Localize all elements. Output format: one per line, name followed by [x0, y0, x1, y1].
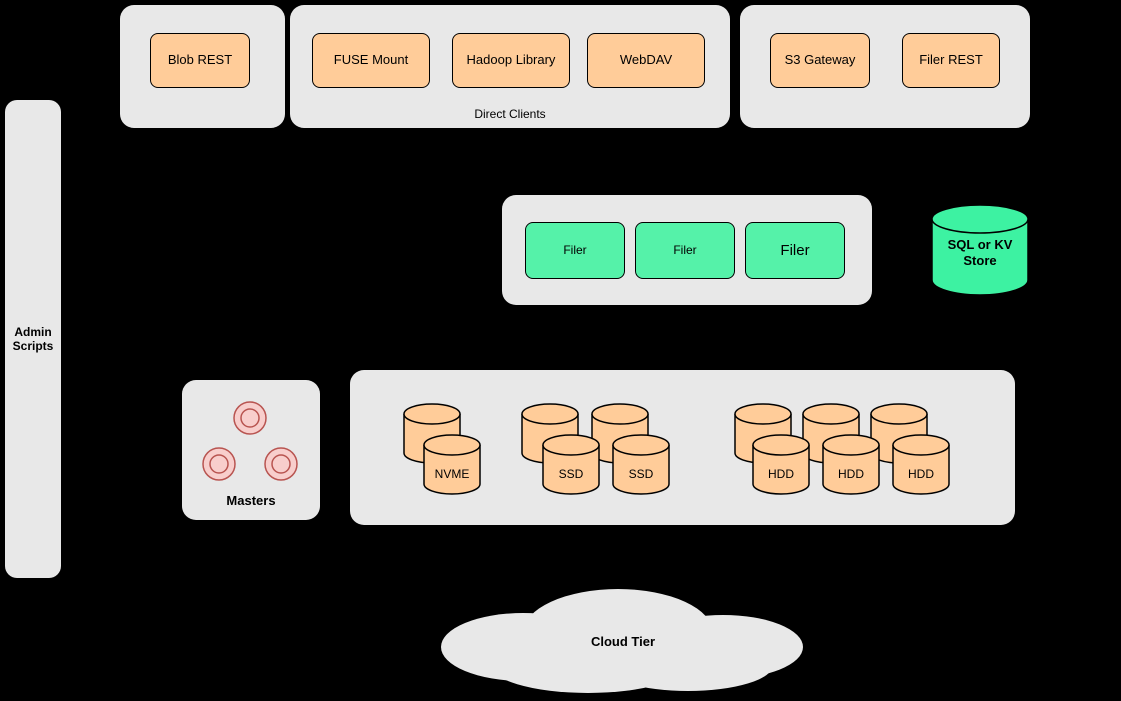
blob-rest-node: Blob REST [150, 33, 250, 88]
master-node-circle-inner [209, 454, 229, 474]
masters-label: Masters [226, 492, 276, 508]
s3-gateway-node: S3 Gateway [770, 33, 870, 88]
nvme-label: NVME [435, 467, 470, 481]
ssd-cylinder: SSD [612, 434, 670, 495]
cylinder-top [931, 204, 1029, 234]
fuse-mount-node: FUSE Mount [312, 33, 430, 88]
s3-gateway-label: S3 Gateway [784, 52, 856, 68]
filer-node-2: Filer [635, 222, 735, 279]
blob-client-group: Blob REST [120, 5, 285, 128]
cylinder-body [931, 219, 1029, 296]
filer-label: Filer [673, 242, 697, 257]
hadoop-library-node: Hadoop Library [452, 33, 570, 88]
filer-node-1: Filer [525, 222, 625, 279]
cloud-shape-part [603, 639, 773, 691]
fuse-mount-label: FUSE Mount [333, 52, 409, 68]
filer-node-3: Filer [745, 222, 845, 279]
hdd-cylinder: HDD [752, 434, 810, 495]
volume-servers-group: NVME SSD SSD [350, 370, 1015, 525]
direct-clients-label: Direct Clients [474, 107, 546, 121]
direct-clients-group: FUSE Mount Hadoop Library WebDAV Direct … [290, 5, 730, 128]
database-cylinder-icon [931, 204, 1029, 296]
master-nodes-icon [202, 401, 298, 481]
filer-label: Filer [563, 242, 587, 257]
webdav-node: WebDAV [587, 33, 705, 88]
hdd-label: HDD [768, 467, 794, 481]
cloud-tier: Cloud Tier [438, 585, 808, 697]
ssd-cylinder: SSD [542, 434, 600, 495]
sql-kv-store-label: SQL or KV Store [947, 237, 1013, 269]
hadoop-library-label: Hadoop Library [466, 52, 556, 68]
ssd-label: SSD [629, 467, 654, 481]
hdd-cylinder: HDD [822, 434, 880, 495]
gateway-group: S3 Gateway Filer REST [740, 5, 1030, 128]
hdd-label: HDD [838, 467, 864, 481]
nvme-cylinder: NVME [423, 434, 481, 495]
master-node-circle-inner [240, 408, 260, 428]
filer-label: Filer [780, 241, 810, 259]
filer-cluster-group: Filer Filer Filer [502, 195, 872, 305]
filer-rest-label: Filer REST [919, 52, 983, 68]
hdd-cylinder: HDD [892, 434, 950, 495]
master-node-circle-inner [271, 454, 291, 474]
ssd-label: SSD [559, 467, 584, 481]
filer-rest-node: Filer REST [902, 33, 1000, 88]
sql-kv-store: SQL or KV Store [930, 203, 1030, 298]
admin-scripts-label: Admin Scripts [12, 325, 54, 353]
hdd-label: HDD [908, 467, 934, 481]
cloud-tier-label: Cloud Tier [590, 634, 656, 649]
cloud-icon [441, 589, 803, 693]
masters-group: Masters [182, 380, 320, 520]
admin-scripts-bar: Admin Scripts [5, 100, 61, 578]
webdav-label: WebDAV [619, 52, 673, 68]
blob-rest-label: Blob REST [167, 52, 233, 68]
